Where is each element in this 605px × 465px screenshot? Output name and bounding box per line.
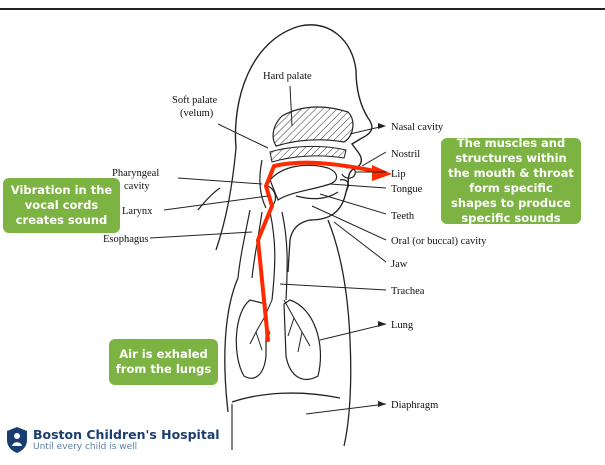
label-larynx: Larynx (122, 206, 153, 217)
hospital-shield-icon (6, 426, 28, 454)
trachea-outline (270, 212, 275, 300)
label-diaphragm: Diaphragm (391, 400, 438, 411)
label-nostril: Nostril (391, 149, 420, 160)
label-teeth: Teeth (391, 211, 415, 222)
label-soft-palate: Soft palate (172, 95, 218, 106)
label-nasal-cavity: Nasal cavity (391, 122, 444, 133)
logo-name: Boston Children's Hospital (33, 428, 220, 442)
hard-palate-shape (270, 146, 346, 162)
label-lip: Lip (391, 169, 406, 180)
label-pharyngeal-cavity: cavity (124, 181, 150, 192)
diaphragm-shape (232, 393, 340, 402)
label-oral-cavity: Oral (or buccal) cavity (391, 236, 487, 247)
right-lung-shape (284, 300, 320, 379)
hospital-logo: Boston Children's Hospital Until every c… (6, 424, 220, 456)
callout-mouth-muscles: The muscles and structures within the mo… (441, 138, 581, 224)
label-velum: (velum) (180, 108, 214, 119)
tongue-shape (270, 165, 337, 200)
label-jaw: Jaw (391, 259, 408, 270)
label-esophagus: Esophagus (103, 234, 149, 245)
label-tongue: Tongue (391, 184, 423, 195)
nasal-cavity-shape (273, 107, 353, 146)
neck-back-outline (216, 148, 236, 250)
callout-air-exhaled: Air is exhaled from the lungs (109, 339, 218, 385)
esophagus-outline (238, 210, 250, 278)
throat-front-outline (288, 220, 310, 272)
airflow-arrow-icon (372, 165, 392, 181)
label-pharyngeal: Pharyngeal (112, 168, 159, 179)
logo-tagline: Until every child is well (33, 442, 220, 453)
label-hard-palate: Hard palate (263, 71, 312, 82)
left-lung-shape (236, 300, 266, 378)
label-trachea: Trachea (391, 286, 425, 297)
callout-vocal-cords: Vibration in the vocal cords creates sou… (3, 178, 120, 233)
label-lung: Lung (391, 320, 414, 331)
